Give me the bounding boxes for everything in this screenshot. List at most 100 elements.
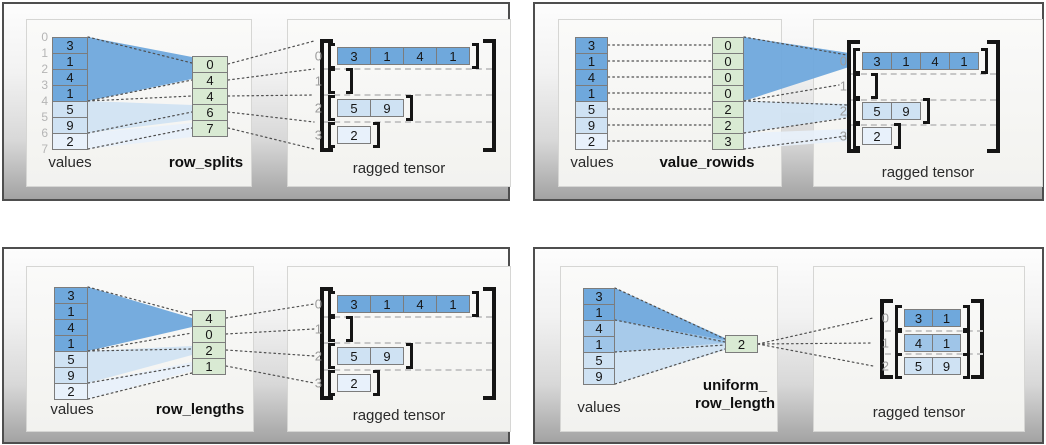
value-index: 3 (41, 78, 48, 92)
ragged-tensor-label: ragged tensor (881, 164, 975, 181)
tensor-cell: 4 (403, 47, 437, 65)
bracket-left-icon (328, 343, 335, 369)
tensor-cell: 1 (932, 309, 961, 327)
tensor-cell: 5 (862, 102, 892, 120)
row-splits-cell: 6 (192, 104, 228, 121)
value-rowids-cell: 0 (712, 69, 744, 86)
outer-bracket-left (880, 299, 893, 379)
value-cell: 1 (52, 53, 88, 70)
ragged-tensor-label: ragged tensor (352, 160, 446, 177)
row-index: 1 (839, 78, 847, 94)
row-splits-cell: 4 (192, 88, 228, 105)
value-cell: 1 (54, 303, 88, 320)
value-cell: 1 (575, 85, 608, 102)
ragged-tensor-label: ragged tensor (872, 404, 966, 421)
bracket-left-icon (328, 95, 335, 121)
tensor-cell: 5 (904, 357, 933, 375)
row-index: 1 (314, 73, 322, 89)
value-index: 7 (41, 142, 48, 156)
row-cells: 2 (337, 374, 371, 392)
bracket-left-icon (328, 43, 335, 69)
row-separator (324, 316, 492, 318)
tensor-cell: 4 (920, 52, 950, 70)
value-cell: 9 (575, 117, 608, 134)
bracket-left-icon (853, 48, 860, 74)
tensor-cell: 5 (337, 347, 371, 365)
tensor-row-empty: 1 (315, 316, 353, 342)
value-index: 5 (41, 110, 48, 124)
tensor-row: 3 2 (315, 122, 380, 148)
outer-bracket-right (987, 40, 1000, 153)
values-label: values (577, 399, 621, 416)
bracket-left-icon (895, 353, 902, 379)
value-cell: 4 (583, 320, 615, 337)
row-splits-cell: 0 (192, 56, 228, 73)
tensor-cell: 2 (862, 127, 892, 145)
values-label: values (48, 154, 92, 171)
bracket-right-icon (472, 43, 479, 69)
tensor-cell: 1 (370, 47, 404, 65)
value-cell: 3 (583, 288, 615, 305)
uniform-row-length-cell-wrap: 2 (725, 335, 758, 353)
value-cell: 4 (52, 69, 88, 86)
row-lengths-cell: 1 (192, 358, 226, 375)
row-separator (885, 353, 983, 355)
row-separator (885, 330, 983, 332)
partition-label: value_rowids (659, 154, 755, 171)
row-index: 0 (839, 53, 847, 69)
outer-bracket-right (971, 299, 984, 379)
value-cell: 5 (575, 101, 608, 118)
row-index: 0 (881, 310, 889, 326)
row-index: 0 (314, 296, 322, 312)
bracket-left-icon (853, 73, 860, 99)
row-index: 2 (314, 348, 322, 364)
tensor-cell: 2 (337, 374, 371, 392)
value-cell: 4 (54, 319, 88, 336)
bracket-left-icon (328, 316, 335, 342)
tensor-cell: 1 (891, 52, 921, 70)
tensor-row-empty: 1 (840, 73, 878, 99)
row-lengths-cell: 2 (192, 342, 226, 359)
partition-label-line1: uniform_ (702, 377, 768, 394)
bracket-left-icon (853, 123, 860, 149)
value-cell: 3 (54, 287, 88, 304)
value-cell: 9 (52, 117, 88, 134)
tensor-row: 3 2 (315, 370, 380, 396)
row-separator (851, 73, 996, 75)
value-cell: 9 (54, 367, 88, 384)
value-rowids-cell: 2 (712, 101, 744, 118)
bracket-left-icon (853, 98, 860, 124)
value-cell: 1 (583, 336, 615, 353)
tensor-cell: 9 (891, 102, 921, 120)
row-cells: 2 (337, 126, 371, 144)
row-splits-cell: 7 (192, 120, 228, 137)
tensor-cell: 3 (862, 52, 892, 70)
bracket-right-icon (923, 98, 930, 124)
bracket-right-icon (373, 370, 380, 396)
tensor-cell: 1 (436, 47, 470, 65)
value-rowids-cell: 0 (712, 37, 744, 54)
value-index: 6 (41, 126, 48, 140)
bracket-right-icon (346, 316, 353, 342)
bracket-right-icon (406, 343, 413, 369)
value-index: 4 (41, 94, 48, 108)
bracket-right-icon (894, 123, 901, 149)
tensor-cell: 3 (337, 47, 371, 65)
value-rowids-cell: 3 (712, 133, 744, 150)
tensor-cell: 3 (337, 295, 371, 313)
